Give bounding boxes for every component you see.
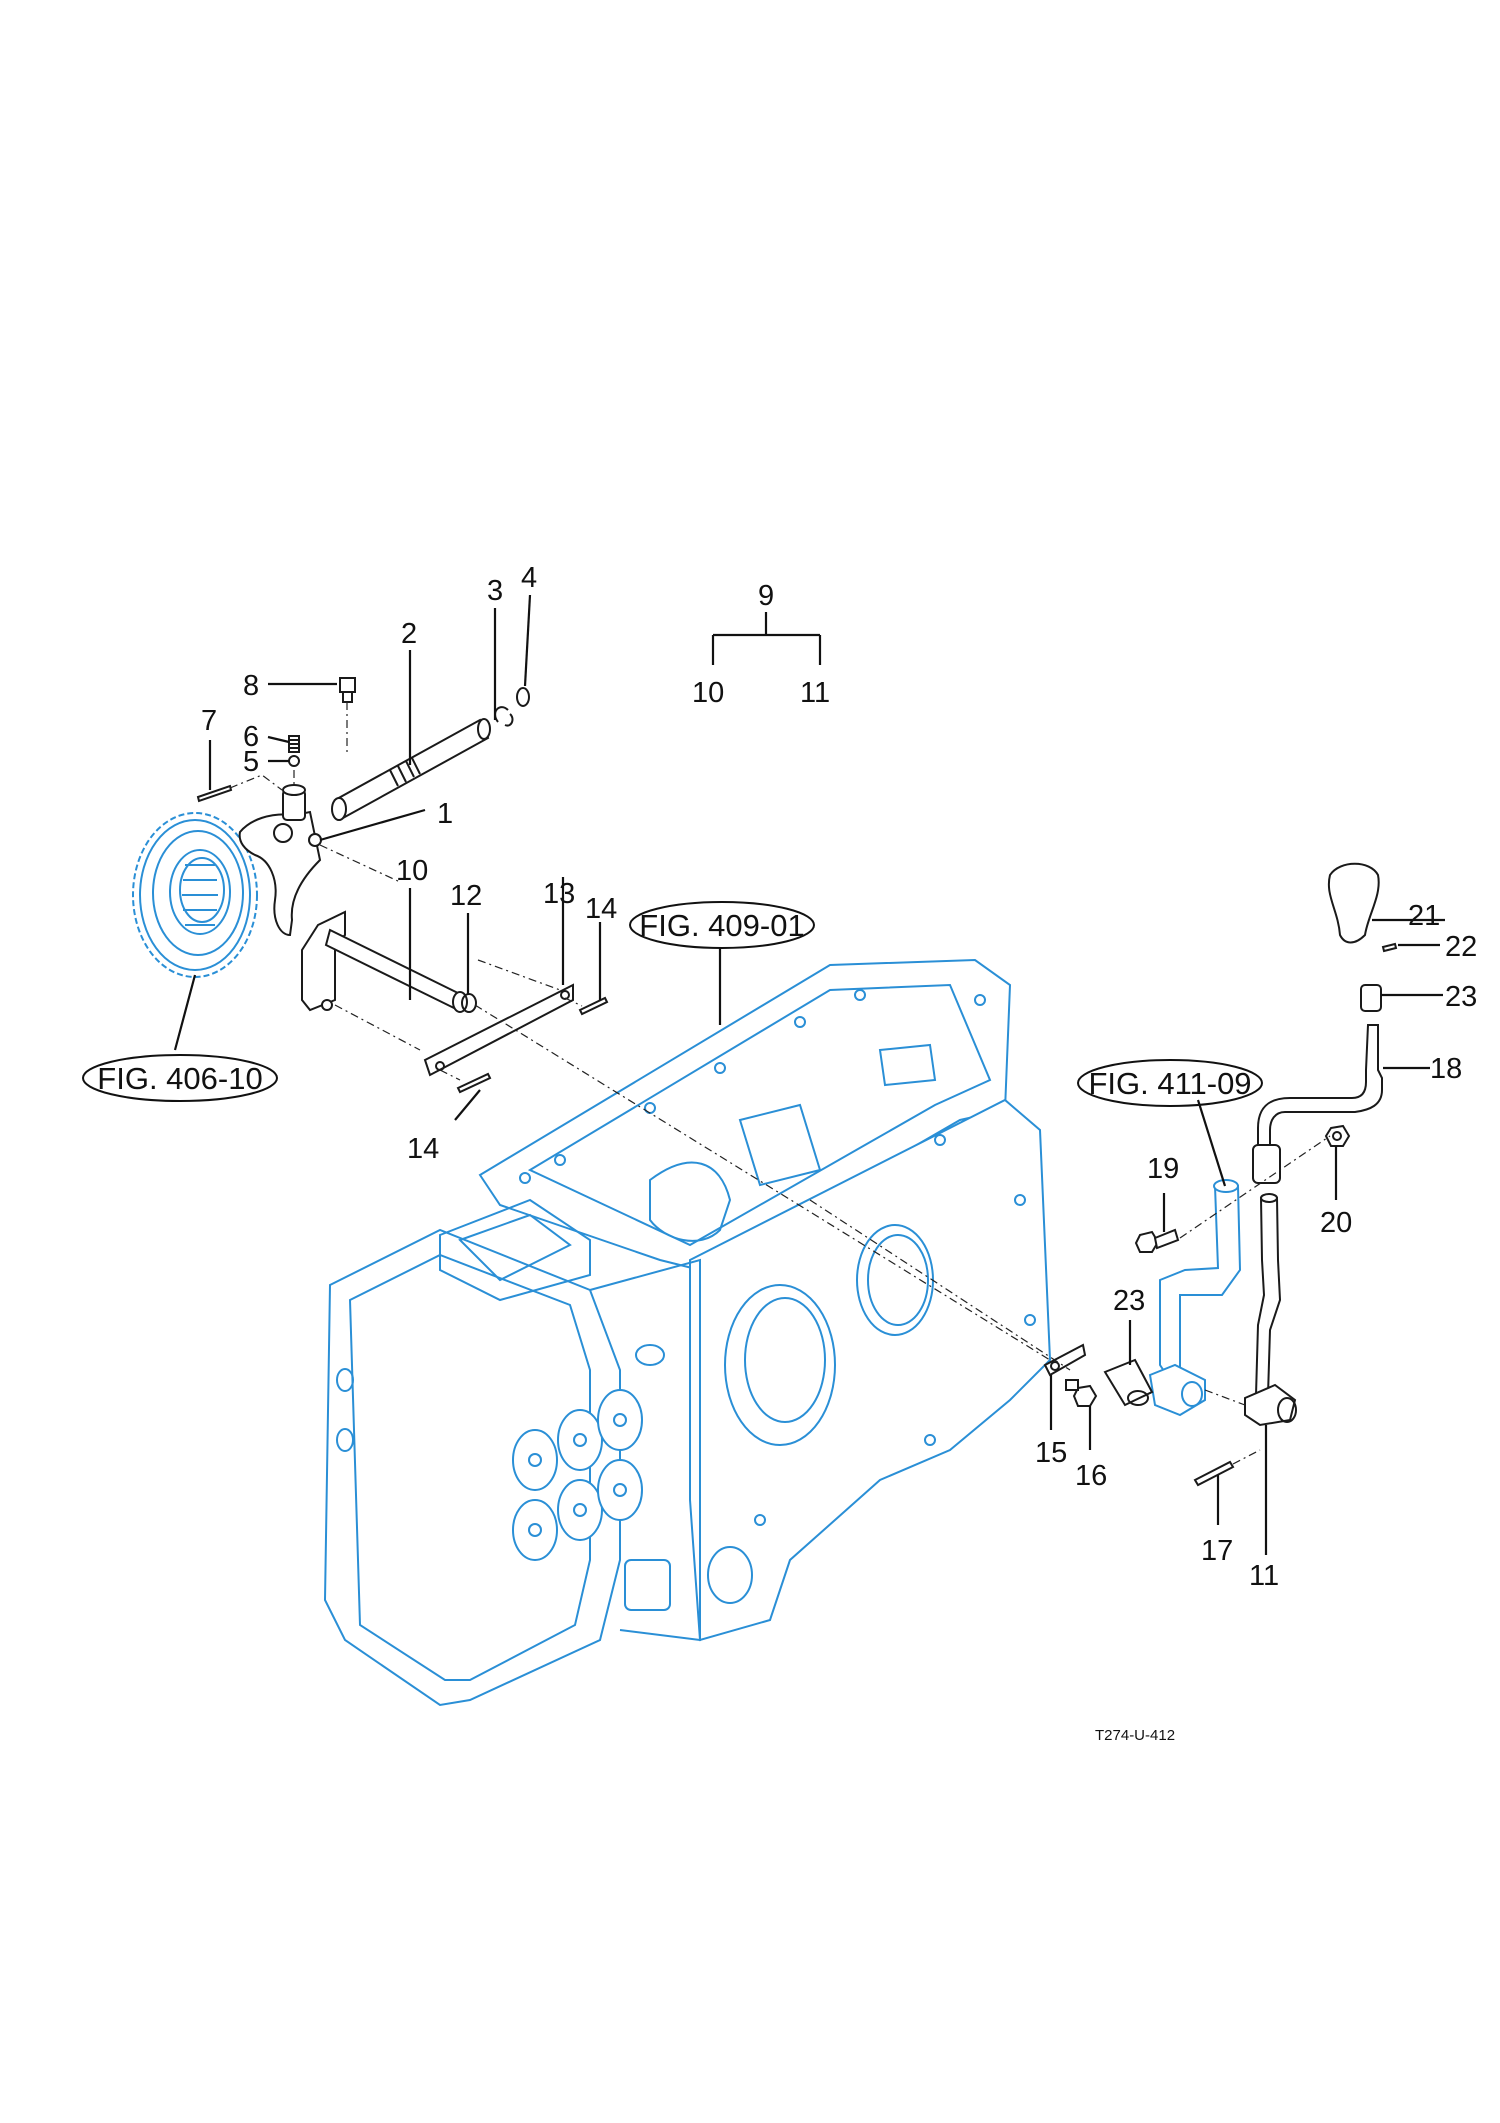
part-label-4[interactable]: 4 (521, 562, 537, 594)
alignment-lines (229, 702, 1331, 1465)
part-label-10[interactable]: 10 (396, 855, 428, 887)
transmission-case (323, 958, 1052, 1707)
cotter-pin-14a (578, 996, 609, 1016)
fig-ref-case[interactable]: FIG. 409-01 (629, 901, 815, 949)
screw-22 (1381, 942, 1398, 953)
pin-7 (196, 784, 233, 803)
part-label-6[interactable]: 6 (243, 721, 259, 753)
part-label-11[interactable]: 11 (1249, 1560, 1279, 1592)
part-label-9[interactable]: 9 (758, 580, 774, 612)
part-label-15[interactable]: 15 (1035, 1437, 1067, 1469)
rod-11 (1244, 1193, 1297, 1427)
fig-ref-lever-label: FIG. 411-09 (1088, 1066, 1251, 1101)
lever-18 (1252, 1024, 1383, 1184)
fig-ref-gear-label: FIG. 406-10 (97, 1061, 262, 1096)
shift-fork (238, 784, 322, 937)
part-label-1[interactable]: 1 (437, 798, 453, 830)
part-label-18[interactable]: 18 (1430, 1053, 1462, 1085)
part-label-10-group[interactable]: 10 (692, 677, 724, 709)
part-label-12[interactable]: 12 (450, 880, 482, 912)
part-label-13[interactable]: 13 (543, 878, 575, 910)
lever-arm-blue (1148, 1179, 1242, 1417)
shift-rod (331, 718, 491, 821)
pin-17 (1193, 1460, 1235, 1487)
cotter-pin-14b (456, 1072, 492, 1094)
part-label-21[interactable]: 21 (1408, 900, 1440, 932)
nut-20 (1324, 1124, 1351, 1147)
drawing-code: T274-U-412 (1095, 1727, 1175, 1744)
o-ring-4 (516, 687, 530, 707)
part-label-11-group[interactable]: 11 (800, 677, 830, 709)
ball-5 (288, 755, 300, 767)
spring-6 (288, 735, 300, 753)
part-label-14-bottom[interactable]: 14 (407, 1133, 439, 1165)
leader-lines (173, 594, 1445, 1555)
collar-23b (1103, 1358, 1154, 1407)
shaft-10 (301, 910, 468, 1013)
part-label-23-top[interactable]: 23 (1445, 981, 1477, 1013)
part-label-19[interactable]: 19 (1147, 1153, 1179, 1185)
bracket-15 (1043, 1343, 1087, 1377)
knob-21 (1327, 862, 1380, 944)
part-label-8[interactable]: 8 (243, 670, 259, 702)
part-label-2[interactable]: 2 (401, 618, 417, 650)
gear (132, 812, 258, 978)
part-label-23-lower[interactable]: 23 (1113, 1285, 1145, 1317)
part-label-5[interactable]: 5 (243, 746, 259, 778)
part-label-17[interactable]: 17 (1201, 1535, 1233, 1567)
collar-23a (1360, 984, 1382, 1012)
fig-ref-case-label: FIG. 409-01 (639, 908, 804, 943)
bolt-19 (1134, 1228, 1180, 1253)
e-ring-3 (494, 706, 514, 727)
part-label-16[interactable]: 16 (1075, 1460, 1107, 1492)
bolt-8 (339, 677, 356, 703)
fig-ref-lever[interactable]: FIG. 411-09 (1077, 1059, 1263, 1107)
bolt-16 (1065, 1379, 1098, 1407)
part-label-7[interactable]: 7 (201, 705, 217, 737)
fig-ref-gear[interactable]: FIG. 406-10 (82, 1054, 278, 1102)
part-label-22[interactable]: 22 (1445, 931, 1477, 963)
part-label-14-top[interactable]: 14 (585, 893, 617, 925)
part-labels: 1 2 3 4 5 6 7 8 9 10 11 10 12 13 14 14 1… (201, 562, 1477, 1592)
part-label-3[interactable]: 3 (487, 575, 503, 607)
part-label-20[interactable]: 20 (1320, 1207, 1352, 1239)
